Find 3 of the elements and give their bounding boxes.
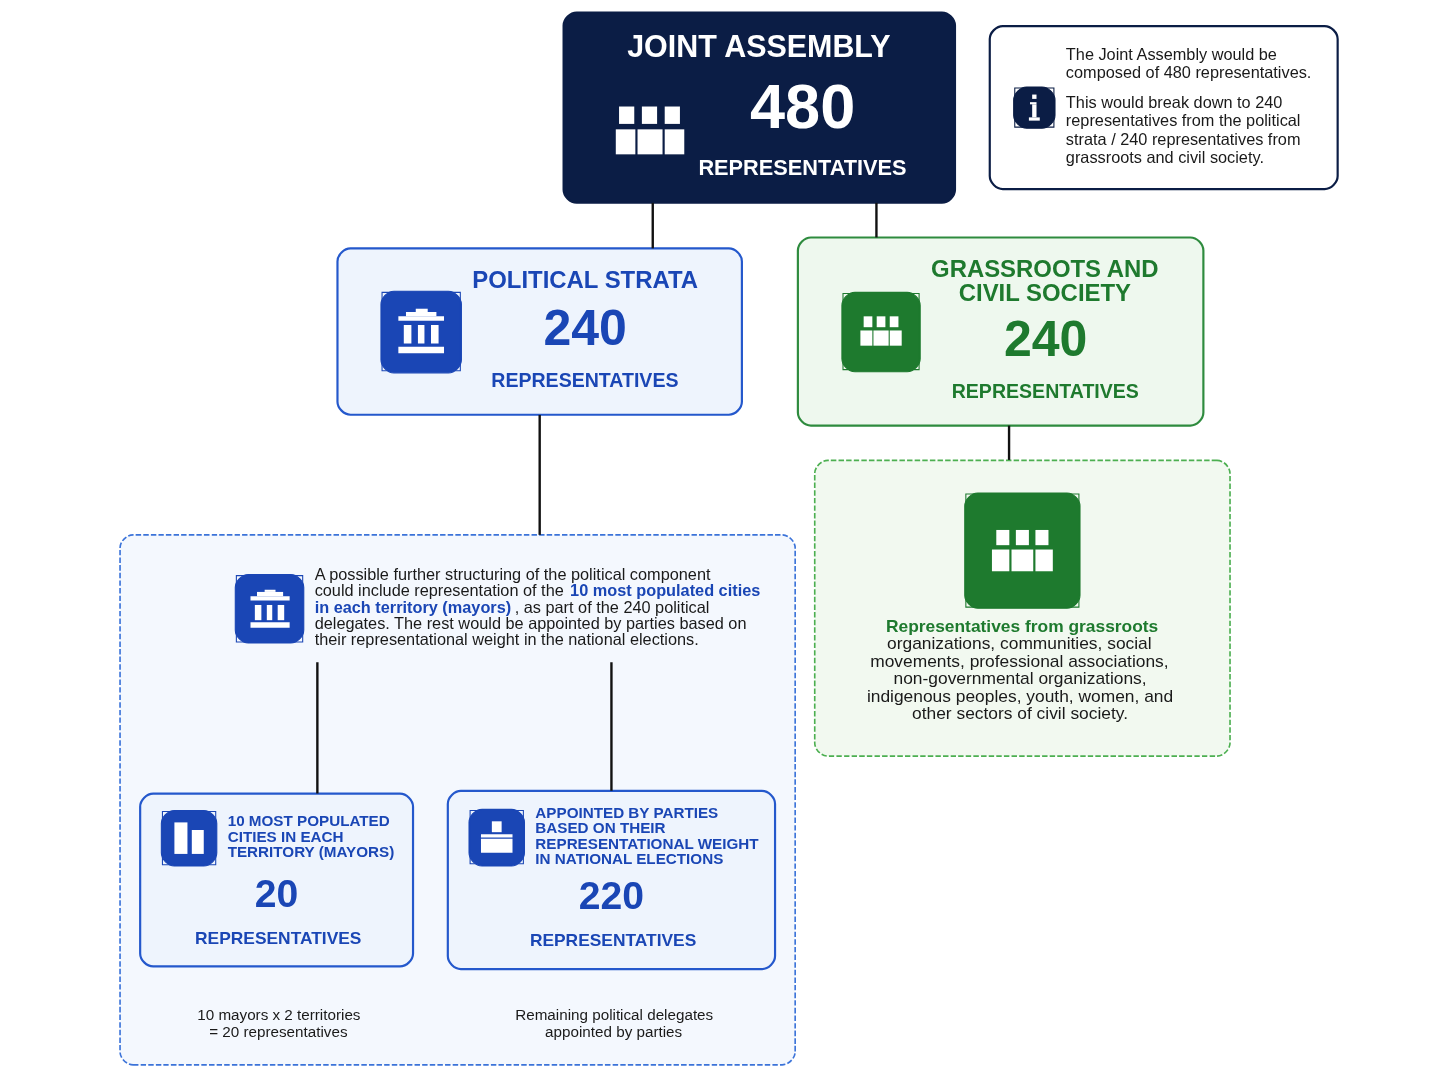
node-label: 10 mayors x 2 territories = 20 representatives — [196, 1006, 360, 1040]
node-label: A possible further structuring of the political component could include representation of the 10 most populated cities in each territory (mayors), as part of the 240 political delegates. The rest would be appointed by parties based on their representational weight in the national elections. — [314, 564, 760, 649]
node-label: Remaining political delegates appointed by parties — [514, 1006, 713, 1040]
